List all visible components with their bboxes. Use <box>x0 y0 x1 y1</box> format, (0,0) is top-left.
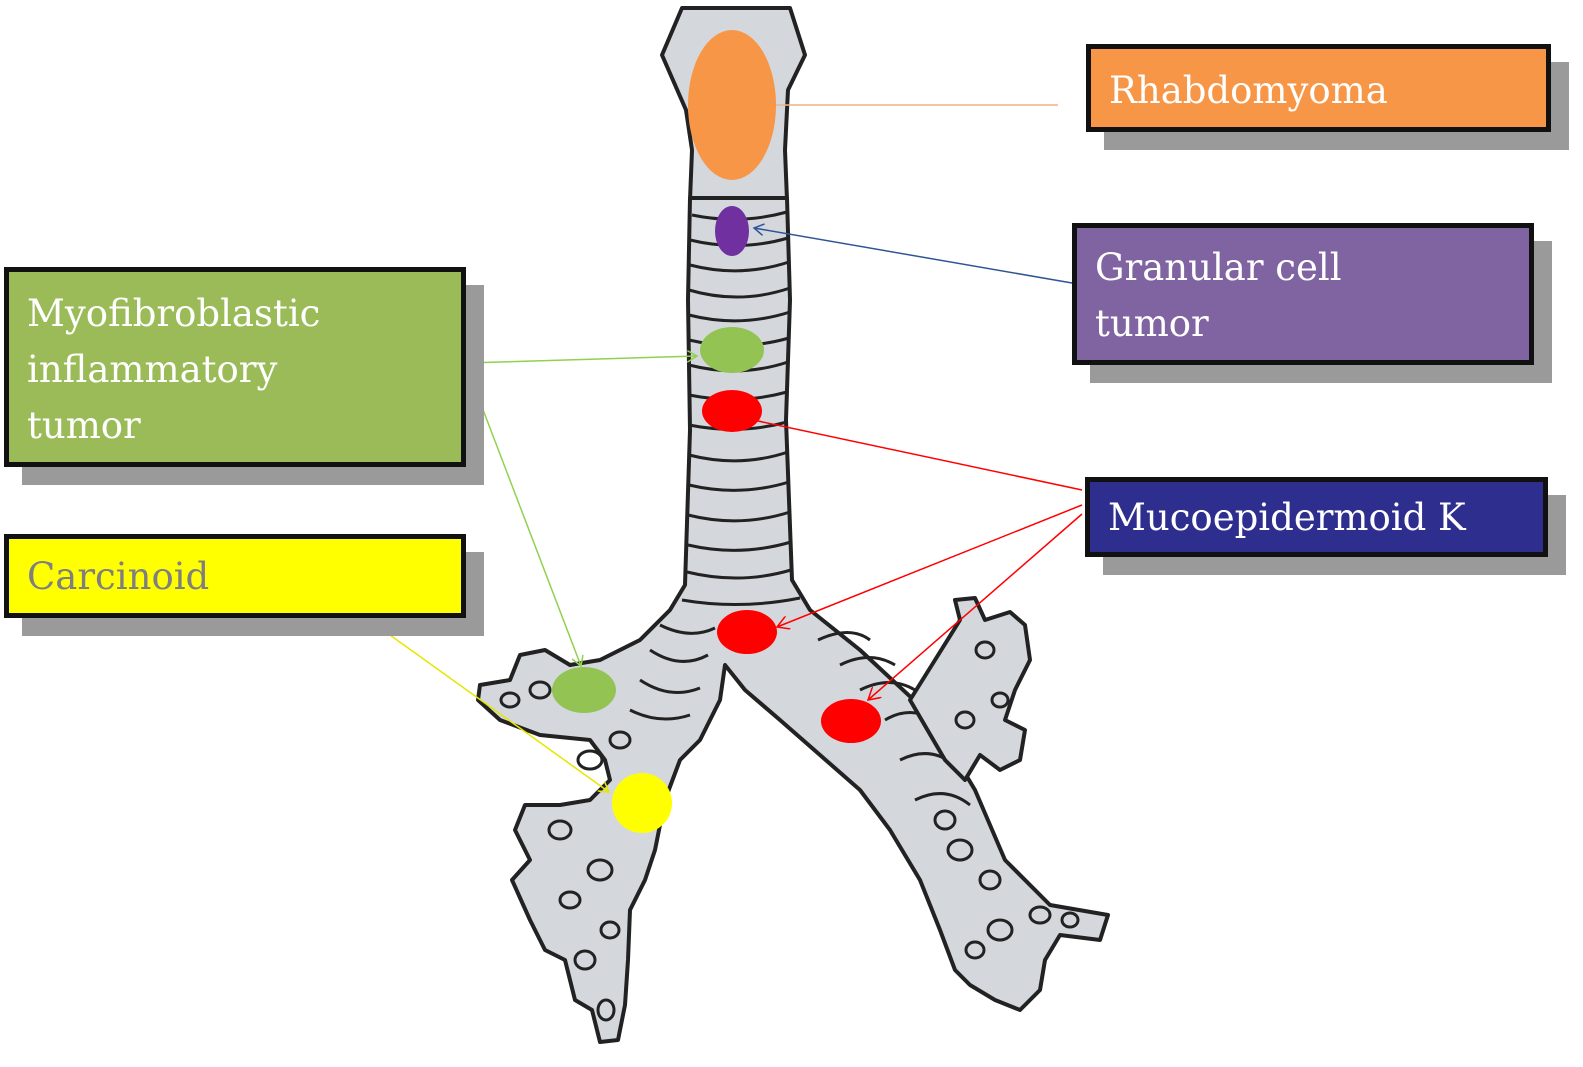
label-granular-cell-tumor: Granular cell tumor <box>1072 223 1534 365</box>
label-carcinoid: Carcinoid <box>4 534 466 618</box>
marker-myofibroblastic-left-bronchus <box>552 667 616 713</box>
marker-granular-cell-tumor <box>715 206 749 256</box>
label-granular-cell-tumor-text: Granular cell tumor <box>1095 246 1342 345</box>
connector-mucoepidermoid-carina <box>777 504 1083 627</box>
marker-mucoepidermoid-carina <box>717 610 777 654</box>
marker-myofibroblastic-trachea <box>700 327 764 373</box>
label-myofibroblastic-text: Myofibroblastic inflammatory tumor <box>27 292 321 447</box>
label-mucoepidermoid: Mucoepidermoid K <box>1085 477 1548 557</box>
label-rhabdomyoma: Rhabdomyoma <box>1086 44 1551 132</box>
tumor-markers <box>552 30 881 833</box>
airway-outline <box>476 6 1110 1044</box>
connector-lines <box>375 104 1083 792</box>
label-carcinoid-text: Carcinoid <box>27 555 210 598</box>
connector-myofibroblastic-left <box>463 359 581 666</box>
right-upper-branch <box>908 596 1032 782</box>
marker-rhabdomyoma <box>688 30 776 180</box>
label-rhabdomyoma-text: Rhabdomyoma <box>1109 69 1388 112</box>
connector-myofibroblastic-trachea <box>465 356 697 364</box>
bronchial-pattern <box>499 623 1080 1022</box>
label-mucoepidermoid-text: Mucoepidermoid K <box>1108 496 1466 539</box>
marker-mucoepidermoid-trachea <box>702 390 762 432</box>
label-myofibroblastic: Myofibroblastic inflammatory tumor <box>4 267 466 467</box>
connector-carcinoid <box>375 624 609 792</box>
marker-mucoepidermoid-right-bronchus <box>821 699 881 743</box>
connector-granular-cell-tumor <box>754 228 1073 284</box>
connector-mucoepidermoid-right <box>868 513 1083 700</box>
marker-carcinoid <box>612 773 672 833</box>
connector-mucoepidermoid-trachea <box>757 420 1083 491</box>
